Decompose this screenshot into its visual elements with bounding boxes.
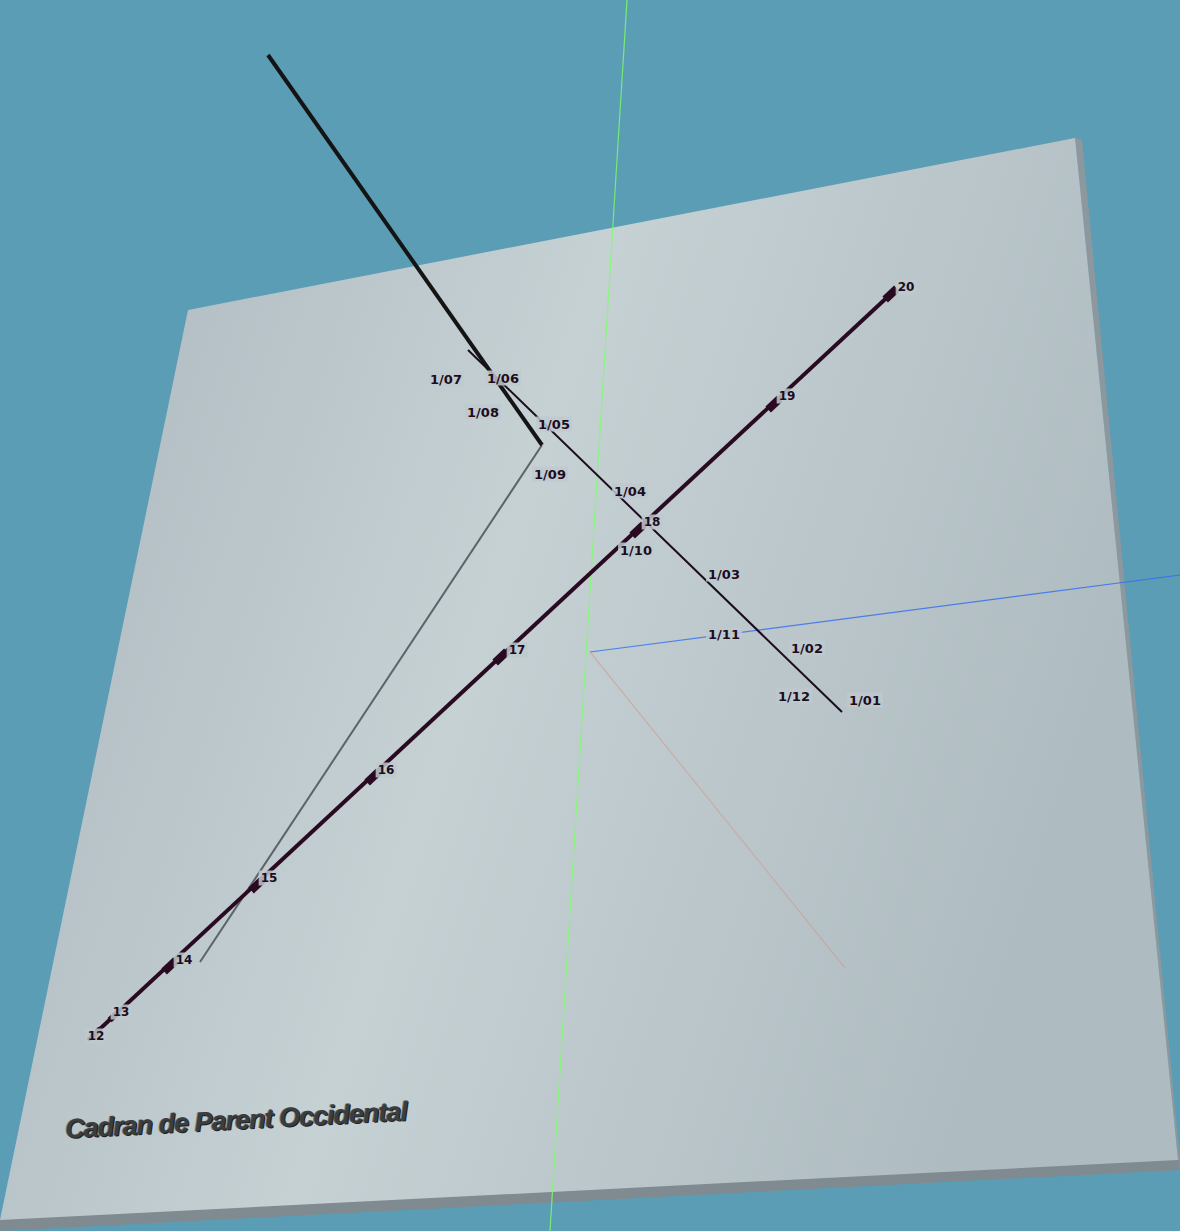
date-label: 1/08 xyxy=(465,405,501,420)
z-axis xyxy=(590,575,1180,652)
dial-plate xyxy=(0,138,1178,1220)
hour-number: 19 xyxy=(777,389,798,404)
date-label: 1/12 xyxy=(776,689,812,704)
date-label: 1/06 xyxy=(485,371,521,386)
date-label: 1/04 xyxy=(612,484,648,499)
hour-number: 13 xyxy=(111,1005,132,1020)
hour-number: 17 xyxy=(507,643,528,658)
hour-number: 16 xyxy=(376,763,397,778)
date-label: 1/11 xyxy=(706,627,742,642)
hour-number: 20 xyxy=(896,280,917,295)
date-label: 1/09 xyxy=(532,467,568,482)
date-label: 1/07 xyxy=(428,372,464,387)
hour-marks xyxy=(90,286,900,1040)
date-line xyxy=(468,350,842,712)
hour-number: 12 xyxy=(86,1029,107,1044)
x-axis xyxy=(590,652,845,968)
hour-number: 15 xyxy=(259,871,280,886)
date-label: 1/10 xyxy=(618,543,654,558)
date-label: 1/01 xyxy=(847,693,883,708)
dial-title: Cadran de Parent Occidental xyxy=(64,1096,407,1145)
hour-number: 14 xyxy=(174,953,195,968)
y-axis xyxy=(550,0,627,1231)
date-label: 1/02 xyxy=(789,641,825,656)
date-label: 1/05 xyxy=(536,417,572,432)
hour-line xyxy=(88,290,895,1040)
gnomon xyxy=(268,55,542,445)
date-label: 1/03 xyxy=(706,567,742,582)
substyle-line xyxy=(200,445,542,962)
hour-number: 18 xyxy=(642,515,663,530)
